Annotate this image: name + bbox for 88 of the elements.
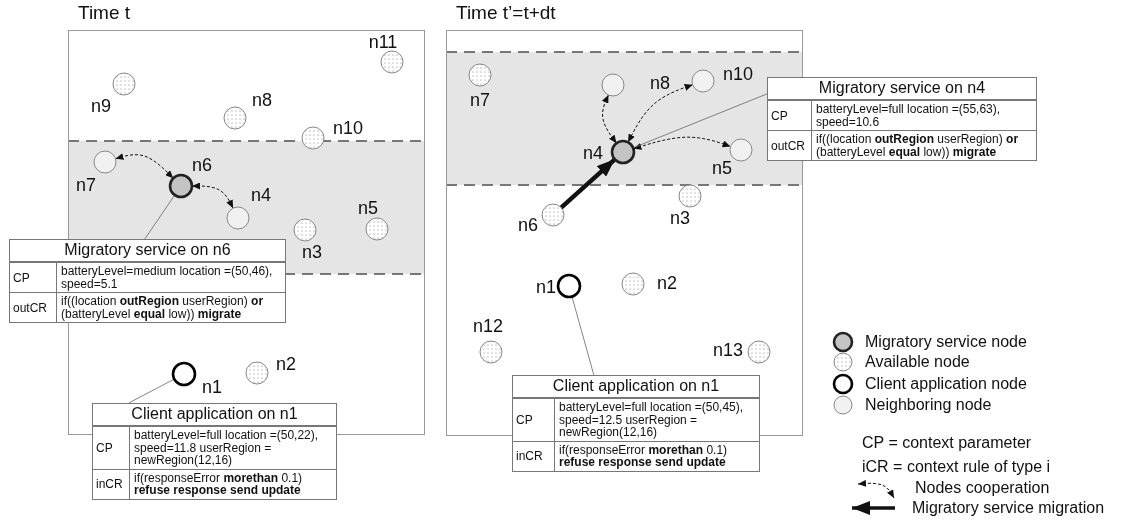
row-value: if((location outRegion userRegion) or (batteryLevel equal low)) migrate bbox=[812, 130, 1036, 161]
table-title: Migratory service on n6 bbox=[10, 240, 285, 262]
node-label: n10 bbox=[333, 117, 363, 139]
node-label: n5 bbox=[712, 157, 732, 179]
node-circle bbox=[690, 68, 716, 94]
leader-line bbox=[632, 93, 768, 149]
node-circle bbox=[244, 360, 270, 386]
node-label: n2 bbox=[657, 272, 677, 294]
row-label: CP bbox=[513, 398, 555, 441]
row-label: inCR bbox=[93, 468, 130, 499]
row-value: if(responseError morethan 0.1) refuse response send update bbox=[555, 440, 759, 471]
node-label: n7 bbox=[76, 174, 96, 196]
dashed-arrow bbox=[191, 182, 234, 209]
node-circle bbox=[111, 71, 137, 97]
node-circle bbox=[467, 62, 493, 88]
info-table bbox=[767, 77, 1037, 162]
legend-text: Client application node bbox=[865, 375, 1027, 393]
info-table bbox=[512, 375, 760, 472]
row-value: batteryLevel=medium location =(50,46), speed=5.1 bbox=[57, 262, 285, 293]
info-table bbox=[92, 403, 337, 500]
node-circle bbox=[171, 361, 197, 387]
node-label: n8 bbox=[252, 89, 272, 111]
row-label: inCR bbox=[513, 440, 555, 471]
dashed-arrow bbox=[627, 84, 694, 143]
node-circle bbox=[556, 273, 582, 299]
table-title: Migratory service on n4 bbox=[768, 78, 1036, 100]
node-label: n4 bbox=[583, 142, 603, 164]
row-value: batteryLevel=full location =(55,63), speed=10.6 bbox=[812, 100, 1036, 131]
node-circle bbox=[478, 339, 504, 365]
node-circle bbox=[292, 217, 318, 243]
dashed-arrow bbox=[115, 153, 174, 179]
node-circle bbox=[168, 173, 194, 199]
node-circle bbox=[225, 205, 251, 231]
panel-title: Time t bbox=[78, 2, 131, 24]
node-label: n10 bbox=[723, 63, 753, 85]
row-label: CP bbox=[93, 426, 130, 469]
row-value: if(responseError morethan 0.1) refuse response send update bbox=[130, 468, 336, 499]
node-label: n11 bbox=[368, 31, 398, 53]
table-title: Client application on n1 bbox=[513, 376, 759, 398]
node-label: n6 bbox=[518, 214, 538, 236]
node-circle bbox=[600, 72, 626, 98]
leader-line bbox=[144, 194, 176, 240]
legend-text: Neighboring node bbox=[865, 396, 992, 414]
info-table bbox=[9, 239, 286, 324]
row-label: outCR bbox=[768, 130, 812, 161]
node-label: n1 bbox=[202, 376, 222, 398]
node-label: n7 bbox=[470, 89, 490, 111]
row-label: CP bbox=[768, 100, 812, 131]
node-label: n3 bbox=[302, 241, 322, 263]
node-label: n6 bbox=[192, 154, 212, 176]
dashed-arrow bbox=[633, 136, 732, 150]
node-label: n12 bbox=[473, 315, 503, 337]
node-circle bbox=[222, 105, 248, 131]
node-label: n8 bbox=[650, 72, 670, 94]
row-value: batteryLevel=full location =(50,45), speed=12.5 userRegion = newRegion(12,16) bbox=[555, 398, 759, 441]
row-label: outCR bbox=[10, 292, 57, 323]
leader-line bbox=[128, 378, 175, 404]
node-label: n2 bbox=[276, 353, 296, 375]
node-label: n5 bbox=[358, 197, 378, 219]
row-label: CP bbox=[10, 262, 57, 293]
leader-line bbox=[571, 296, 595, 376]
node-circle bbox=[540, 202, 566, 228]
node-circle bbox=[610, 139, 636, 165]
legend-text: Migratory service node bbox=[865, 333, 1027, 351]
legend-text: Available node bbox=[865, 353, 970, 371]
legend-note: iCR = context rule of type i bbox=[862, 458, 1051, 476]
node-circle bbox=[746, 339, 772, 365]
node-circle bbox=[620, 271, 646, 297]
node-label: n4 bbox=[251, 184, 271, 206]
legend-text: Migratory service migration bbox=[912, 499, 1105, 517]
row-value: batteryLevel=full location =(50,22), speed=11.8 userRegion = newRegion(12,16) bbox=[130, 426, 336, 469]
node-circle bbox=[379, 49, 405, 75]
node-circle bbox=[728, 137, 754, 163]
node-circle bbox=[364, 216, 390, 242]
node-label: n1 bbox=[536, 276, 556, 298]
node-label: n3 bbox=[670, 207, 690, 229]
node-circle bbox=[677, 183, 703, 209]
dashed-arrow bbox=[601, 94, 617, 144]
thick-arrow bbox=[559, 157, 617, 210]
table-title: Client application on n1 bbox=[93, 404, 336, 426]
legend-note: CP = context parameter bbox=[862, 434, 1032, 452]
node-label: n9 bbox=[91, 95, 111, 117]
node-circle bbox=[92, 149, 118, 175]
node-label: n13 bbox=[713, 339, 743, 361]
node-circle bbox=[300, 125, 326, 151]
legend-text: Nodes cooperation bbox=[915, 479, 1050, 497]
row-value: if((location outRegion userRegion) or (batteryLevel equal low)) migrate bbox=[57, 292, 285, 323]
panel-title: Time t’=t+dt bbox=[456, 2, 556, 24]
